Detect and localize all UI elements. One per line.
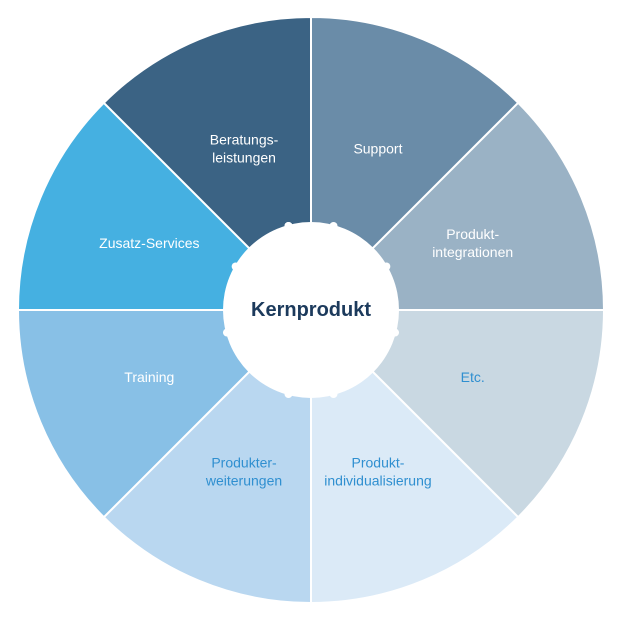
segment-label-line: Beratungs- bbox=[210, 131, 279, 147]
segment-label-line: Produkter- bbox=[211, 455, 277, 471]
center-circle bbox=[223, 222, 399, 398]
segment-label-6: Zusatz-Services bbox=[99, 235, 199, 251]
center-dots bbox=[222, 221, 400, 399]
connector-dot bbox=[284, 390, 293, 399]
segment-label-line: Produkt- bbox=[446, 226, 499, 242]
connector-dot bbox=[329, 390, 338, 399]
connector-dot bbox=[284, 221, 293, 230]
segment-label-3: Produkt-individualisierung bbox=[324, 455, 431, 489]
segment-7 bbox=[102, 16, 312, 311]
segment-label-line: leistungen bbox=[212, 149, 276, 165]
segment-6 bbox=[17, 101, 312, 311]
segment-label-line: individualisierung bbox=[324, 473, 431, 489]
segment-label-1: Produkt-integrationen bbox=[432, 226, 513, 260]
connector-dot bbox=[231, 262, 240, 271]
segment-label-5: Training bbox=[124, 369, 174, 385]
segment-label-line: weiterungen bbox=[205, 473, 282, 489]
segment-2 bbox=[310, 309, 605, 519]
center-label: Kernprodukt bbox=[251, 299, 371, 321]
segment-label-line: Support bbox=[353, 140, 402, 156]
segment-label-line: Zusatz-Services bbox=[99, 235, 199, 251]
segment-4 bbox=[102, 309, 312, 604]
segment-1 bbox=[310, 101, 605, 311]
segment-label-line: Training bbox=[124, 369, 174, 385]
segment-label-line: Produkt- bbox=[352, 455, 405, 471]
center-layer: Kernprodukt bbox=[222, 221, 400, 399]
segment-3 bbox=[310, 309, 520, 604]
segments-layer bbox=[17, 16, 605, 604]
connector-dot bbox=[329, 221, 338, 230]
segment-label-line: integrationen bbox=[432, 244, 513, 260]
segment-label-2: Etc. bbox=[461, 369, 485, 385]
segment-label-0: Support bbox=[353, 140, 402, 156]
segment-label-7: Beratungs-leistungen bbox=[210, 131, 279, 165]
connector-dot bbox=[222, 328, 231, 337]
connector-dot bbox=[382, 262, 391, 271]
segment-5 bbox=[17, 309, 312, 519]
segment-0 bbox=[310, 16, 520, 311]
segment-label-line: Etc. bbox=[461, 369, 485, 385]
segment-label-4: Produkter-weiterungen bbox=[205, 455, 282, 489]
connector-dot bbox=[391, 328, 400, 337]
